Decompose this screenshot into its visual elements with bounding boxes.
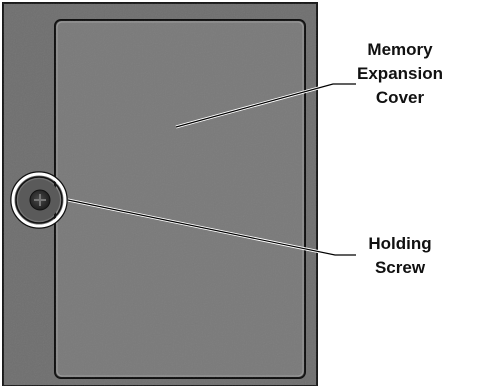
- leader-line-memory-cover: [175, 82, 356, 129]
- leader-line-holding-screw: [67, 198, 356, 257]
- label-line: Holding: [368, 234, 432, 253]
- label-holding-screw: Holding Screw: [326, 232, 474, 280]
- label-line: Expansion: [357, 64, 443, 83]
- label-line: Screw: [374, 258, 426, 277]
- label-line: Cover: [375, 88, 425, 107]
- label-memory-expansion-cover: Memory Expansion Cover: [326, 38, 474, 110]
- label-line: Memory: [367, 40, 433, 59]
- holding-screw: [10, 171, 68, 229]
